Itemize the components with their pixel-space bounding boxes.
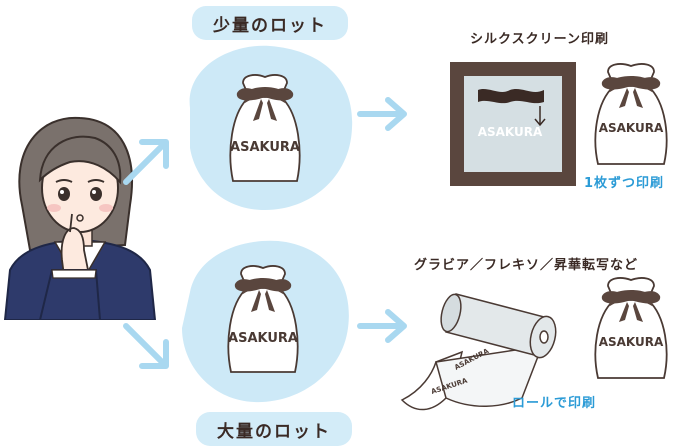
bag-icon: ASAKURA <box>229 74 301 182</box>
arrow-up-right-icon <box>123 139 169 185</box>
arrow-right-icon <box>357 97 407 131</box>
bag-icon: ASAKURA <box>594 63 668 165</box>
small-lot-label: 少量のロット <box>192 6 348 40</box>
woman-thinking-illustration <box>3 116 157 320</box>
gravure-caption: グラビア／フレキソ／昇華転写など <box>414 258 639 273</box>
arrow-down-right-icon <box>123 323 169 369</box>
print-roll-illustration: ASAKURA ASAKURA <box>400 293 557 411</box>
large-lot-blob: ASAKURA <box>182 240 349 403</box>
bag-brand-text: ASAKURA <box>599 121 664 135</box>
one-by-one-caption: 1枚ずつ印刷 <box>584 176 665 191</box>
large-lot-label: 大量のロット <box>196 412 352 446</box>
frame-brand-text: ASAKURA <box>478 125 543 139</box>
arrow-right-icon <box>357 309 407 343</box>
bag-icon: ASAKURA <box>227 265 299 373</box>
roll-print-caption: ロールで印刷 <box>512 396 597 411</box>
bag-brand-text: ASAKURA <box>599 335 664 349</box>
silkscreen-caption: シルクスクリーン印刷 <box>470 32 609 47</box>
bag-icon: ASAKURA <box>594 277 668 379</box>
bag-brand-text: ASAKURA <box>230 140 300 155</box>
silkscreen-frame-illustration: ASAKURA <box>450 62 576 186</box>
bag-brand-text: ASAKURA <box>228 331 298 346</box>
small-lot-blob: ASAKURA <box>189 45 353 210</box>
